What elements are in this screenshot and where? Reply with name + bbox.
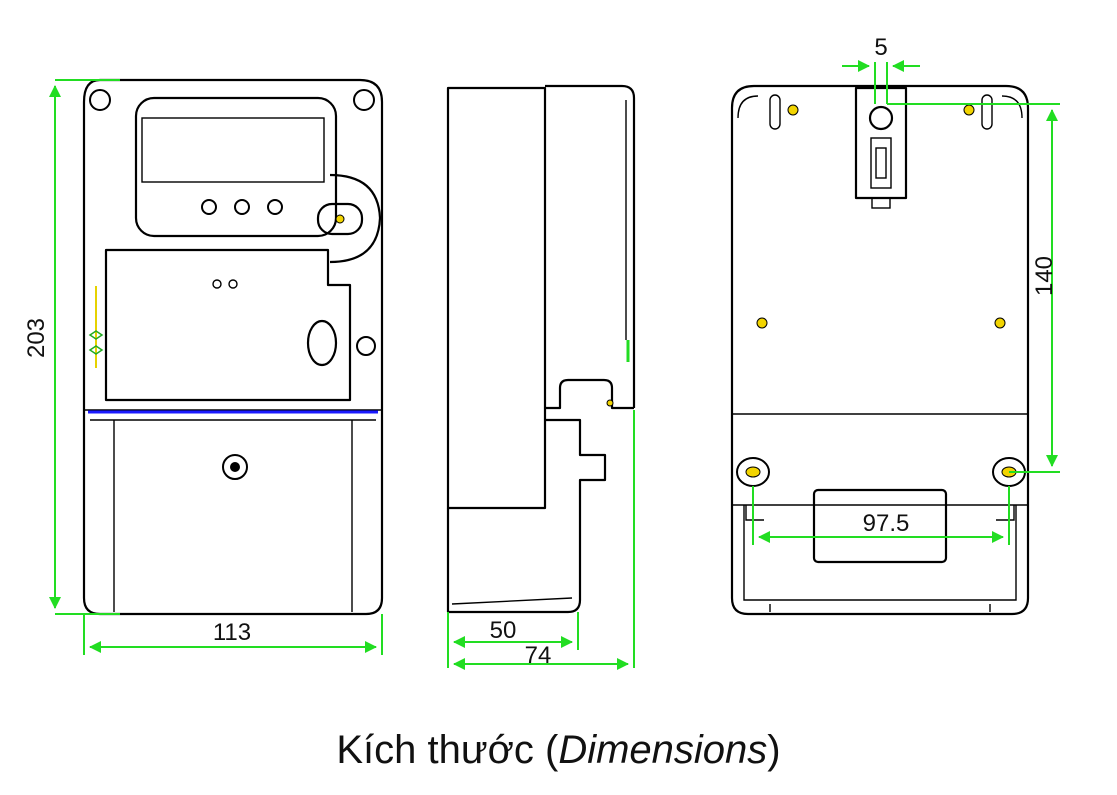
dimension-height: 203 xyxy=(23,79,120,615)
side-depth-body-label: 50 xyxy=(490,617,517,644)
mounting-horizontal-label: 97.5 xyxy=(863,510,910,537)
dimension-side-depth-total: 74 xyxy=(453,410,635,670)
front-view xyxy=(82,78,384,616)
height-label: 203 xyxy=(23,318,50,358)
caption-emphasis: Dimensions xyxy=(558,728,768,772)
slot-width-label: 5 xyxy=(874,34,887,61)
dimension-side-depth-body: 50 xyxy=(447,612,579,668)
caption-suffix: ) xyxy=(767,728,781,772)
side-view xyxy=(446,84,636,614)
caption-prefix: Kích thước ( xyxy=(336,728,559,772)
rear-view xyxy=(730,84,1030,616)
dimension-slot-width: 5 xyxy=(842,34,920,104)
dimension-drawing: 203 113 50 74 xyxy=(23,34,1060,670)
dimension-mounting-vertical: 140 xyxy=(887,103,1060,473)
dimension-front-width: 113 xyxy=(83,614,383,655)
front-width-label: 113 xyxy=(213,619,251,646)
caption: Kích thước (Dimensions) xyxy=(0,728,1117,773)
mounting-vertical-label: 140 xyxy=(1031,256,1058,296)
dimension-mounting-horizontal: 97.5 xyxy=(752,486,1010,545)
side-depth-total-label: 74 xyxy=(525,642,552,669)
